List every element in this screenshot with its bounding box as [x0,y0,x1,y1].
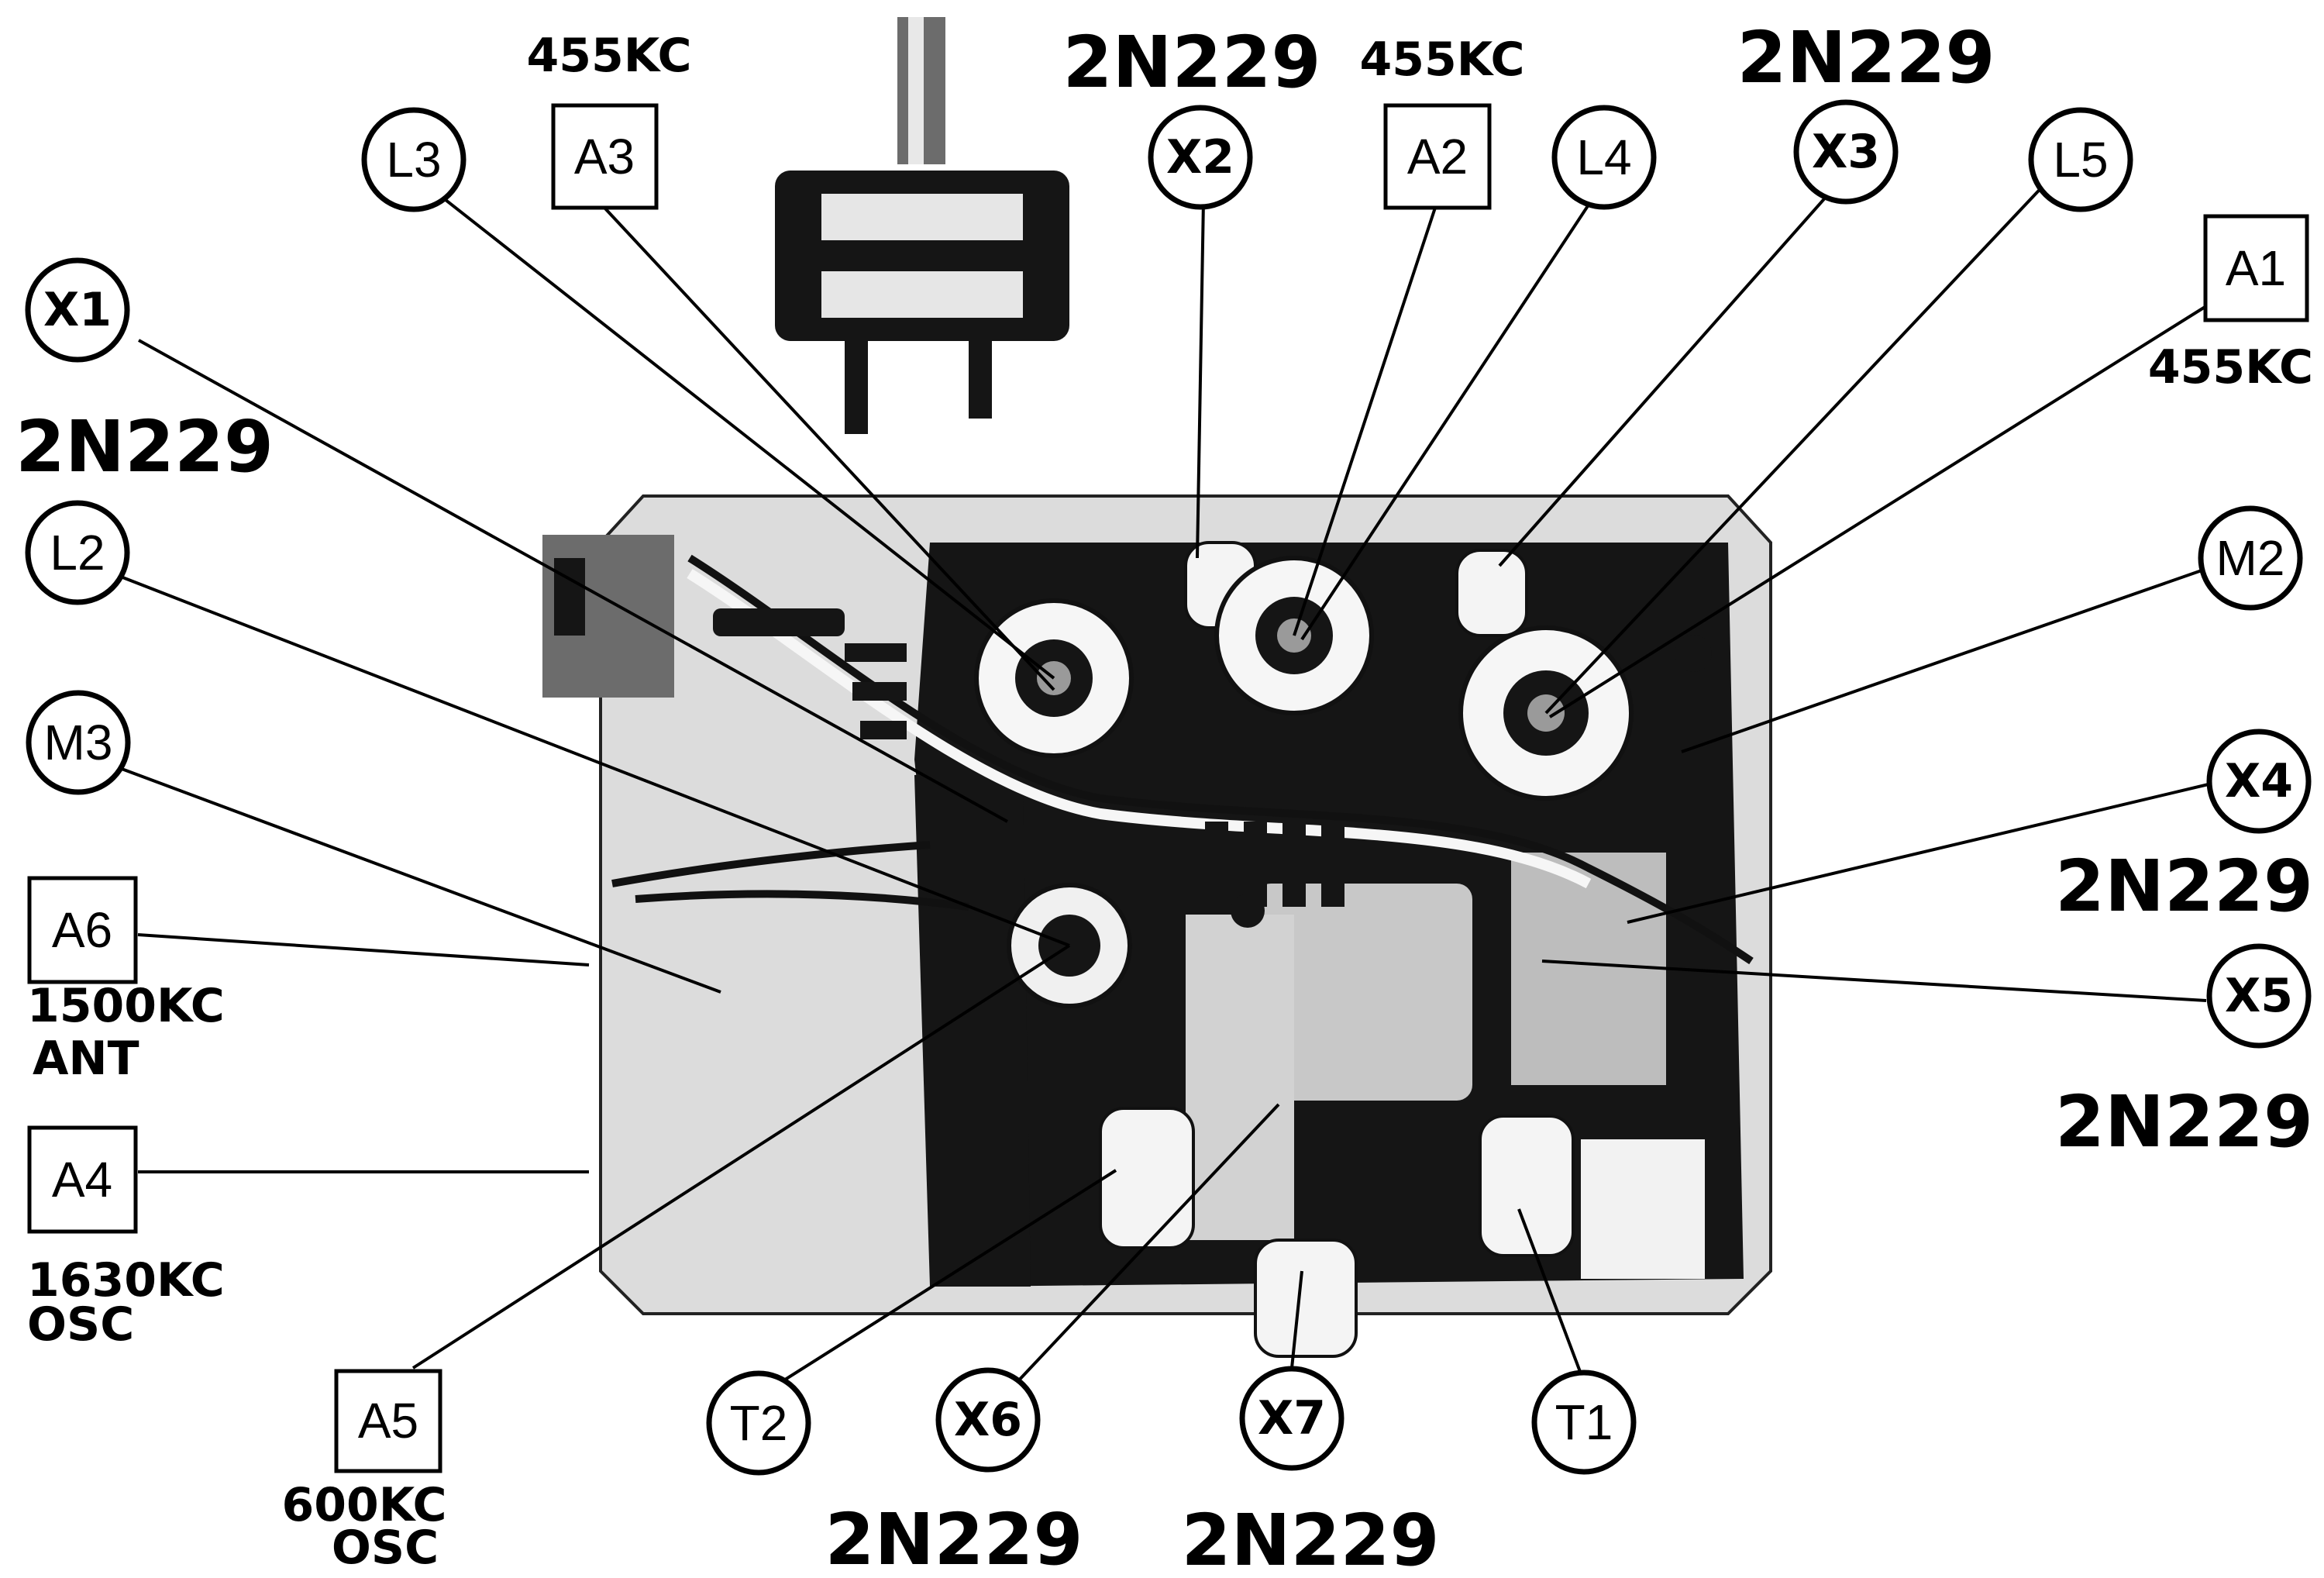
label-X4-text: X4 [2225,754,2293,808]
label-M3: M3 [26,690,131,795]
label-X5-text: X5 [2225,969,2293,1023]
label-A6: A6 [27,876,138,984]
label-A5: A5 [334,1369,442,1473]
label-A5-text: A5 [358,1393,418,1449]
label-M2-text: M2 [2216,530,2285,586]
caption-a1-freq: 455KC [2148,340,2313,394]
label-A1-text: A1 [2226,240,2286,296]
label-A2-text: A2 [1407,129,1468,184]
label-X1-text: X1 [43,283,112,337]
label-L5-text: L5 [2053,132,2108,188]
label-A4-text: A4 [52,1152,112,1208]
label-T2: T2 [706,1370,811,1476]
caption-a5-freq: 600KC [281,1478,446,1532]
label-X2-text: X2 [1166,130,1234,184]
label-A6-text: A6 [52,902,112,958]
label-X3: X3 [1793,99,1899,205]
label-A1: A1 [2203,214,2309,322]
label-X3-text: X3 [1812,125,1880,179]
label-M2: M2 [2198,505,2303,611]
caption-a3-freq: 455KC [526,29,691,83]
label-X7-text: X7 [1258,1391,1326,1445]
captions: 455KC 2N229 455KC 2N229 455KC 2N229 1500… [15,16,2313,1578]
label-L3-text: L3 [386,132,441,188]
caption-x6-type: 2N229 [825,1498,1083,1578]
label-M3-text: M3 [44,715,113,770]
label-L2-text: L2 [50,525,105,581]
caption-a5-func: OSC [332,1521,439,1575]
label-X1: X1 [25,257,130,363]
caption-x5-type: 2N229 [2055,1080,2313,1163]
label-X5: X5 [2206,943,2312,1049]
label-L5: L5 [2028,107,2133,212]
caption-a6-freq: 1500KC [27,979,225,1033]
caption-x4-type: 2N229 [2055,845,2313,928]
label-T1: T1 [1531,1370,1637,1475]
caption-a4-freq: 1630KC [27,1253,225,1308]
caption-x2-type: 2N229 [1062,21,1320,104]
caption-x7-type: 2N229 [1181,1499,1439,1578]
label-X6: X6 [935,1367,1041,1473]
label-A4: A4 [27,1125,138,1234]
caption-x3-type: 2N229 [1737,16,1995,99]
leader-lines [114,178,2214,1389]
wiring-harness [611,554,1754,965]
label-L3: L3 [361,107,467,212]
label-L2: L2 [25,500,130,605]
caption-x1-type: 2N229 [15,405,274,488]
label-T1-text: T1 [1555,1394,1613,1450]
label-A3: A3 [551,103,659,210]
chassis-photo [542,17,1772,1358]
caption-a4-func: OSC [27,1297,134,1352]
label-X7: X7 [1239,1366,1344,1471]
label-X4: X4 [2206,729,2312,834]
label-A2: A2 [1383,103,1492,210]
label-X2: X2 [1148,105,1253,210]
label-T2-text: T2 [730,1395,788,1451]
caption-a6-func: ANT [33,1032,139,1086]
label-A3-text: A3 [574,129,635,184]
volume-control-pot [775,17,1069,434]
label-L4: L4 [1551,105,1657,210]
label-X6-text: X6 [954,1393,1022,1447]
label-L4-text: L4 [1576,129,1631,185]
caption-a2-freq: 455KC [1359,33,1524,87]
